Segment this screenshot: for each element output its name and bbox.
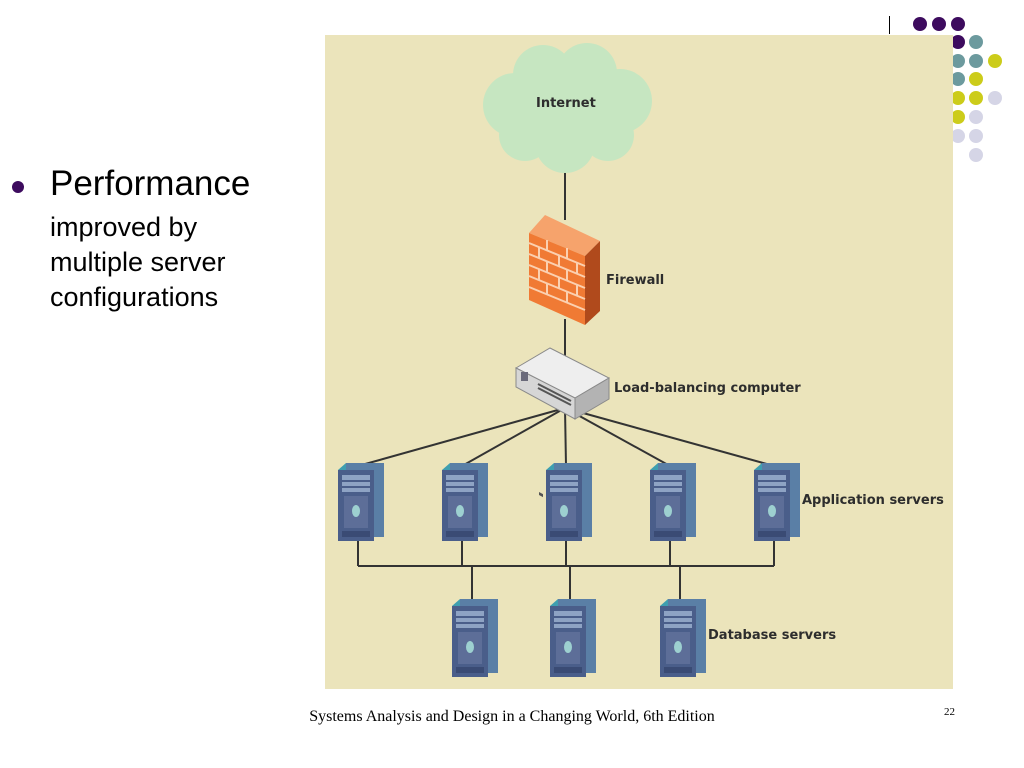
bullet-point-icon [12, 181, 24, 193]
tower-server-icon [452, 599, 498, 677]
cloud-icon [483, 43, 652, 173]
database-servers [452, 599, 706, 677]
decorative-dot [951, 110, 965, 124]
decorative-dot [951, 17, 965, 31]
decorative-dot [951, 91, 965, 105]
firewall-icon [528, 215, 600, 325]
decorative-dot [951, 54, 965, 68]
application-servers [338, 463, 800, 541]
internet-label: Internet [536, 96, 596, 111]
slide-page-number: 22 [944, 706, 955, 718]
link-lb-app-server [357, 407, 566, 467]
decorative-dot [988, 54, 1002, 68]
database-servers-label: Database servers [708, 628, 836, 643]
slide-footer: Systems Analysis and Design in a Changin… [309, 708, 715, 725]
decorative-dot [969, 91, 983, 105]
decorative-dot [951, 35, 965, 49]
tower-server-icon [546, 463, 592, 541]
link-lb-app-server [564, 407, 775, 467]
bullet-heading: Performance [50, 164, 251, 203]
link-lb-app-server [564, 407, 671, 467]
link-lb-app-server [461, 407, 566, 467]
firewall-label: Firewall [606, 273, 664, 288]
bullet-line: configurations [50, 282, 219, 312]
decorative-dot [932, 17, 946, 31]
tower-server-icon [754, 463, 800, 541]
bullet-line: improved by [50, 212, 198, 242]
decorative-dot [969, 110, 983, 124]
tower-server-icon [650, 463, 696, 541]
load-balancer-label: Load-balancing computer [614, 381, 801, 396]
tower-server-icon [442, 463, 488, 541]
link-lb-app-server [564, 407, 567, 467]
decorative-tick-line [889, 16, 890, 34]
decorative-dot [951, 72, 965, 86]
decorative-dot [988, 91, 1002, 105]
decorative-dot [969, 54, 983, 68]
connection-lines [357, 167, 775, 602]
decorative-dot [969, 35, 983, 49]
tower-server-icon [550, 599, 596, 677]
decorative-dot [969, 129, 983, 143]
tower-server-icon [338, 463, 384, 541]
bullet-line: multiple server [50, 247, 226, 277]
bullet-body: improved by multiple server configuratio… [50, 210, 310, 315]
tower-server-icon [660, 599, 706, 677]
network-switch-icon [514, 347, 611, 498]
decorative-dot [951, 129, 965, 143]
network-diagram: Internet [325, 35, 953, 689]
application-servers-label: Application servers [802, 493, 944, 508]
decorative-dot [913, 17, 927, 31]
network-diagram-canvas: Internet [338, 43, 944, 677]
decorative-dot [969, 72, 983, 86]
decorative-dot [969, 148, 983, 162]
